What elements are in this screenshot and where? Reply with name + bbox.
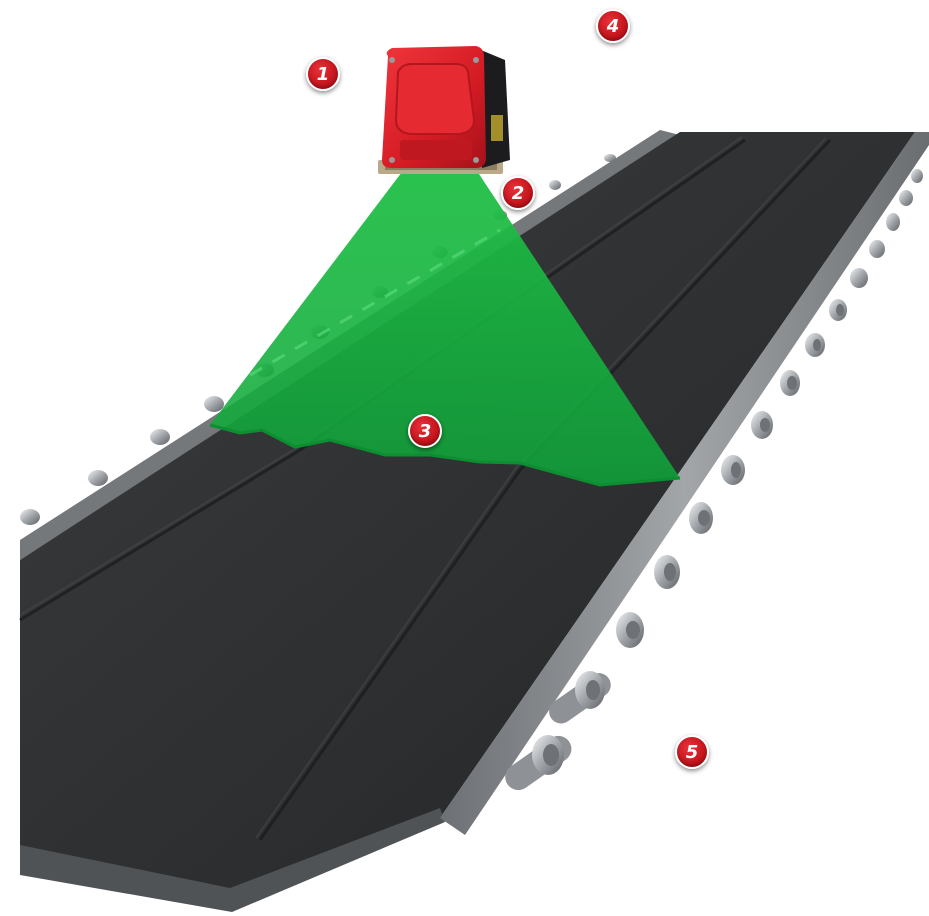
- marker-4: 4: [596, 9, 630, 43]
- marker-5: 5: [675, 735, 709, 769]
- marker-1: 1: [306, 57, 340, 91]
- laser-scanner-device: [378, 46, 510, 174]
- marker-3: 3: [408, 414, 442, 448]
- marker-2: 2: [501, 176, 535, 210]
